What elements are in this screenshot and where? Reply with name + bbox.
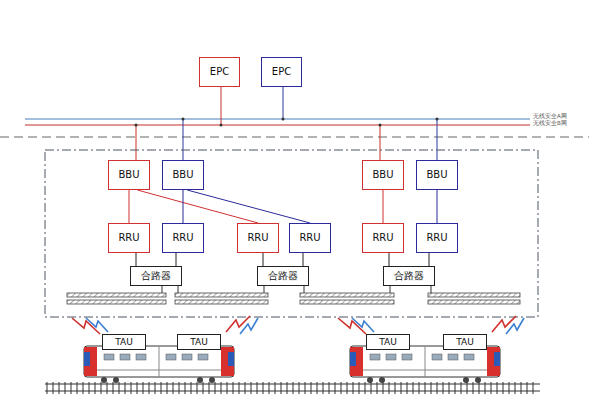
connector-line <box>137 190 258 223</box>
network-label: 无线安全B网 <box>533 121 567 127</box>
epc-box: EPC <box>261 57 302 87</box>
node-label: RRU <box>426 233 447 243</box>
bbu-box: BBU <box>108 160 150 190</box>
uplink <box>283 87 284 119</box>
uplink <box>183 119 184 160</box>
node-label: RRU <box>372 233 393 243</box>
uplink <box>221 87 222 125</box>
connector-line <box>136 253 137 266</box>
node-label: TAU <box>115 338 133 347</box>
station-region <box>45 150 538 317</box>
node-label: BBU <box>426 170 447 180</box>
node-label: EPC <box>210 67 229 77</box>
network-label: 无线安全A网 <box>533 114 567 120</box>
node-label: BBU <box>172 170 193 180</box>
node-label: RRU <box>118 233 139 243</box>
uplink <box>380 125 381 160</box>
tau-box: TAU <box>443 334 487 350</box>
connector-line <box>183 190 184 223</box>
tau-box: TAU <box>102 334 146 350</box>
bbu-box: BBU <box>416 160 458 190</box>
tau-box: TAU <box>366 334 410 350</box>
node-label: TAU <box>456 338 474 347</box>
radio-signal <box>72 316 524 334</box>
node-label: RRU <box>172 233 193 243</box>
uplink <box>437 119 438 160</box>
node-label: 合路器 <box>141 271 171 281</box>
node-label: TAU <box>190 338 208 347</box>
network-line-b <box>25 124 530 125</box>
rru-box: RRU <box>416 223 458 253</box>
train <box>350 346 500 383</box>
combiner-box: 合路器 <box>257 266 309 286</box>
train <box>84 346 234 383</box>
junction-dots <box>135 118 439 127</box>
connector-line <box>389 253 390 266</box>
rail-track <box>45 382 540 394</box>
node-label: BBU <box>372 170 393 180</box>
connector-line <box>129 190 130 223</box>
combiner-feed <box>162 286 431 293</box>
node-label: RRU <box>247 233 268 243</box>
bbu-box: BBU <box>162 160 204 190</box>
tau-box: TAU <box>177 334 221 350</box>
uplink <box>136 125 137 160</box>
leaky-cable <box>67 293 520 304</box>
connector-line <box>176 253 177 266</box>
node-label: TAU <box>379 338 397 347</box>
combiner-box: 合路器 <box>130 266 182 286</box>
rru-box: RRU <box>108 223 150 253</box>
connector-line <box>383 190 384 223</box>
rru-box: RRU <box>237 223 279 253</box>
combiner-box: 合路器 <box>383 266 435 286</box>
dashed-separator <box>0 137 589 138</box>
network-line-a <box>25 118 530 119</box>
node-label: EPC <box>272 67 291 77</box>
connector-line <box>187 190 310 223</box>
connector-line <box>303 253 304 266</box>
rru-box: RRU <box>289 223 331 253</box>
connector-line <box>429 253 430 266</box>
connector-line <box>437 190 438 223</box>
node-label: BBU <box>118 170 139 180</box>
node-label: RRU <box>299 233 320 243</box>
connector-line <box>263 253 264 266</box>
rru-box: RRU <box>362 223 404 253</box>
epc-box: EPC <box>199 57 240 87</box>
node-label: 合路器 <box>394 271 424 281</box>
bbu-box: BBU <box>362 160 404 190</box>
node-label: 合路器 <box>268 271 298 281</box>
rru-box: RRU <box>162 223 204 253</box>
